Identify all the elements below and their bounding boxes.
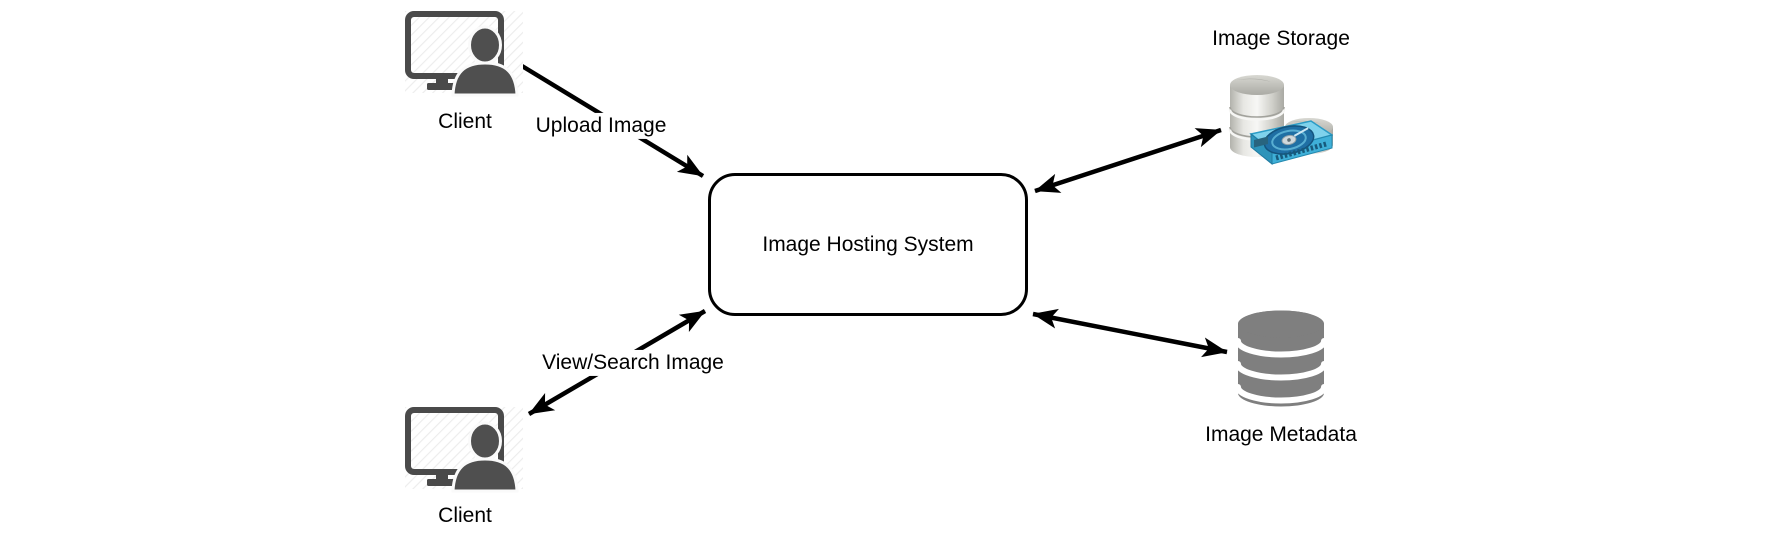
client-top-label: Client [438, 109, 492, 133]
node-image-hosting-system: Image Hosting System [708, 173, 1028, 316]
client-bottom-label: Client [438, 503, 492, 527]
image-hosting-system-label: Image Hosting System [762, 232, 974, 256]
disk-storage-icon [1228, 75, 1333, 166]
monitor-user-icon [405, 407, 523, 494]
image-metadata-label: Image Metadata [1205, 422, 1357, 446]
edge-image-metadata-arrow [1032, 308, 1228, 358]
database-cylinder-icon [1235, 310, 1327, 407]
view-search-image-edge-label: View/Search Image [535, 349, 731, 377]
upload-image-edge-label: Upload Image [528, 112, 674, 140]
monitor-user-icon [405, 11, 523, 98]
image-storage-label: Image Storage [1212, 26, 1350, 50]
edge-image-storage-arrow [1034, 127, 1222, 194]
